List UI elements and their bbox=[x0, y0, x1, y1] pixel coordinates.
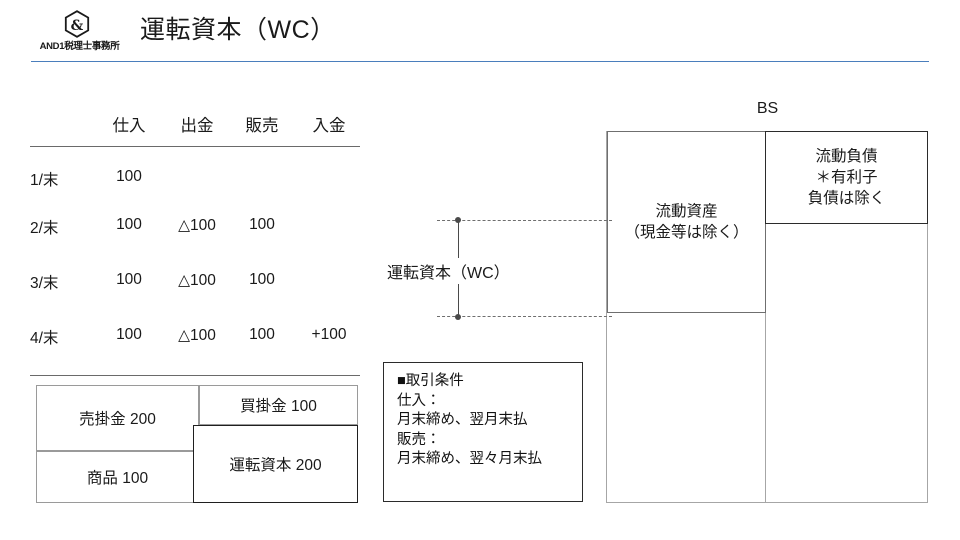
table-row: 2/末 100 △100 100 bbox=[30, 202, 360, 259]
cell-sales: 100 bbox=[249, 216, 275, 233]
cell-sales: 100 bbox=[249, 326, 275, 343]
svg-text:&: & bbox=[71, 18, 84, 34]
cell-purchase: 100 bbox=[116, 168, 142, 185]
cell-date: 2/末 bbox=[30, 220, 59, 237]
table-bottom-rule bbox=[30, 375, 360, 376]
logo-wordmark: AND1税理士事務所 bbox=[39, 41, 120, 52]
cell-receipt: +100 bbox=[311, 326, 347, 343]
table-header-row: 仕入 出金 販売 入金 bbox=[30, 112, 360, 146]
col-header-receipt: 入金 bbox=[312, 117, 346, 135]
bs-current-assets-line2: （現金等は除く） bbox=[624, 224, 749, 241]
mini-balance-sheet: 売掛金 200 商品 100 買掛金 100 運転資本 200 bbox=[36, 385, 358, 503]
bs-diagram-label: BS bbox=[756, 100, 779, 117]
terms-line: 仕入： bbox=[397, 392, 441, 409]
wc-span-endpoint-bottom bbox=[455, 314, 461, 320]
cell-sales: 100 bbox=[249, 271, 275, 288]
cell-date: 3/末 bbox=[30, 275, 59, 292]
bs-center-divider bbox=[765, 131, 766, 503]
bs-current-liabilities-line1: 流動負債 bbox=[815, 148, 878, 165]
bs-current-liabilities-text: 流動負債 ＊有利子 負債は除く bbox=[808, 146, 886, 209]
wc-annotation-label: 運転資本（WC） bbox=[385, 258, 512, 284]
cell-purchase: 100 bbox=[116, 216, 142, 233]
col-header-purchase: 仕入 bbox=[112, 117, 146, 135]
wc-leader-line-top bbox=[437, 220, 612, 221]
page-title: 運転資本（WC） bbox=[140, 16, 336, 44]
cell-purchase: 100 bbox=[116, 326, 142, 343]
table-header-rule bbox=[30, 146, 360, 147]
wc-span-endpoint-top bbox=[455, 217, 461, 223]
bs-current-assets-text: 流動資産 （現金等は除く） bbox=[624, 201, 748, 243]
bs-outer-frame bbox=[606, 131, 928, 503]
bs-current-liabilities-line2: ＊有利子 bbox=[815, 169, 878, 186]
cell-payment: △100 bbox=[178, 327, 216, 344]
bs-current-assets-line1: 流動資産 bbox=[655, 203, 718, 220]
mini-cell-inventory: 商品 100 bbox=[36, 451, 199, 503]
cell-payment: △100 bbox=[178, 217, 216, 234]
terms-line: 月末締め、翌々月末払 bbox=[397, 451, 542, 468]
cell-date: 4/末 bbox=[30, 330, 59, 347]
company-logo: & AND1税理士事務所 bbox=[27, 10, 132, 52]
table-row: 1/末 100 bbox=[30, 146, 360, 202]
mini-cell-accounts-payable: 買掛金 100 bbox=[199, 385, 358, 425]
transaction-terms-box: ■取引条件 仕入： 月末締め、翌月末払 販売： 月末締め、翌々月末払 bbox=[383, 362, 583, 502]
col-header-payment: 出金 bbox=[180, 117, 214, 135]
hexagon-ampersand-icon: & bbox=[64, 10, 90, 38]
header-divider bbox=[31, 61, 929, 62]
mini-cell-accounts-receivable: 売掛金 200 bbox=[36, 385, 199, 451]
cell-purchase: 100 bbox=[116, 271, 142, 288]
terms-line: 販売： bbox=[397, 431, 441, 448]
bs-current-assets-box: 流動資産 （現金等は除く） bbox=[607, 131, 766, 313]
terms-heading: ■取引条件 bbox=[397, 373, 464, 389]
mini-cell-working-capital: 運転資本 200 bbox=[193, 425, 358, 503]
bs-current-liabilities-line3: 負債は除く bbox=[807, 190, 886, 207]
cell-date: 1/末 bbox=[30, 172, 59, 189]
bs-current-liabilities-box: 流動負債 ＊有利子 負債は除く bbox=[765, 131, 928, 224]
wc-leader-line-bottom bbox=[437, 316, 612, 317]
cashflow-schedule-table: 仕入 出金 販売 入金 1/末 100 2/末 100 △100 100 3/末… bbox=[30, 112, 360, 366]
table-row: 4/末 100 △100 100 +100 bbox=[30, 316, 360, 366]
table-row: 3/末 100 △100 100 bbox=[30, 259, 360, 316]
cell-payment: △100 bbox=[178, 272, 216, 289]
col-header-sales: 販売 bbox=[245, 117, 279, 135]
terms-line: 月末締め、翌月末払 bbox=[397, 412, 528, 429]
